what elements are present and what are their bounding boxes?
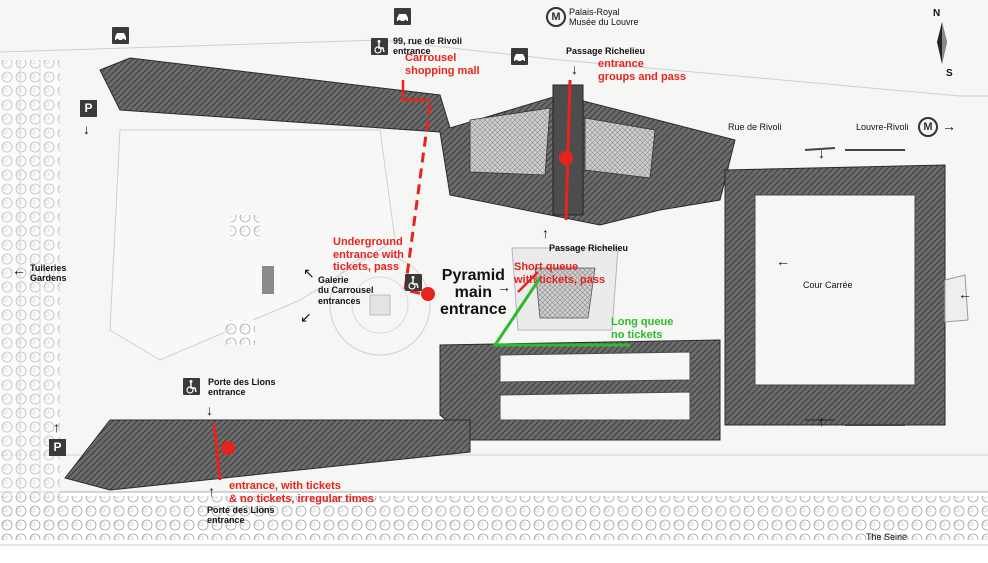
arrow-icon: ← [776, 253, 790, 269]
wheelchair-icon [371, 38, 388, 55]
compass-icon [937, 22, 947, 64]
taxi-icon [394, 8, 411, 25]
arrow-icon: ↙ [300, 309, 312, 325]
metro-palais-royal-label: Palais-Royal Musée du Louvre [569, 7, 639, 28]
tuileries-gardens-label: Tuileries Gardens [30, 263, 67, 284]
arrow-icon: ↓ [206, 402, 213, 418]
parking-icon: P [49, 439, 66, 456]
porte-des-lions-entrance-label: entrance, with tickets & no tickets, irr… [229, 480, 374, 505]
arrow-icon: ↑ [208, 483, 215, 499]
parking-icon: P [80, 100, 97, 117]
arrow-icon: → [942, 118, 956, 134]
pyramid-main-entrance-label: Pyramid main entrance [440, 267, 507, 318]
wheelchair-icon [405, 274, 422, 291]
compass-north-label: N [933, 8, 941, 19]
passage-richelieu-top-label: Passage Richelieu [566, 46, 646, 56]
metro-icon: M [918, 117, 938, 137]
arrow-icon: ← [958, 286, 972, 302]
rue-de-rivoli-label: Rue de Rivoli [728, 122, 782, 132]
groups-and-pass-entrance-label: entrance groups and pass [598, 58, 687, 83]
arrow-icon: ↖ [303, 265, 315, 281]
arrow-icon: ↑ [818, 413, 825, 429]
wheelchair-icon [183, 378, 200, 395]
cour-carree-label: Cour Carrée [803, 280, 853, 290]
porte-des-lions-bottom-label: Porte des Lions entrance [207, 505, 275, 526]
arrow-icon: ↓ [571, 61, 578, 77]
metro-louvre-rivoli-label: Louvre-Rivoli [856, 122, 909, 132]
underground-entrance-label: Underground entrance with tickets, pass [333, 236, 404, 274]
galerie-du-carrousel-label: Galerie du Carrousel entrances [318, 275, 374, 306]
metro-icon: M [546, 7, 566, 27]
taxi-icon [511, 48, 528, 65]
the-seine-label: The Seine [866, 532, 908, 542]
passage-richelieu-bottom-label: Passage Richelieu [549, 243, 629, 253]
rivoli-99-entrance-label: 99, rue de Rivoli entrance [393, 36, 463, 57]
short-queue-label: Short queue with tickets, pass [514, 261, 606, 286]
arrow-icon: ← [12, 262, 26, 278]
arrow-icon: ↓ [83, 121, 90, 137]
porte-des-lions-top-label: Porte des Lions entrance [208, 377, 276, 398]
taxi-icon [112, 27, 129, 44]
arrow-icon: ↓ [818, 145, 825, 161]
arrow-icon: → [497, 279, 511, 295]
arrow-icon: ↑ [53, 419, 60, 435]
long-queue-label: Long queue no tickets [611, 316, 674, 341]
compass-south-label: S [946, 68, 953, 79]
carrousel-shopping-mall-label: Carrousel shopping mall [405, 52, 480, 77]
arrow-icon: ↑ [542, 225, 549, 241]
